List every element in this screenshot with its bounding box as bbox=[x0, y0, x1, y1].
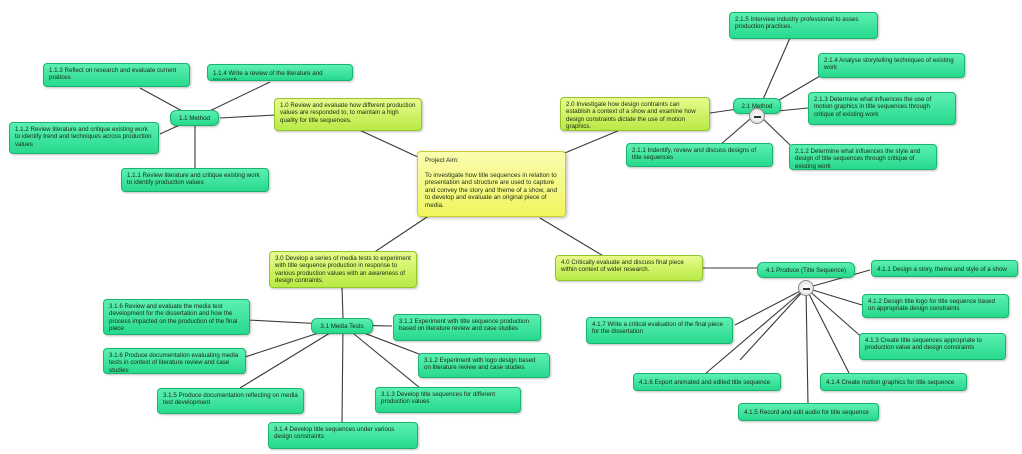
task-3-1-6-document[interactable]: 3.1.6 Produce documentation evaluating m… bbox=[103, 348, 246, 374]
task-1-1-4[interactable]: 1.1.4 Write a review of the literature a… bbox=[207, 64, 353, 81]
task-2-1-4[interactable]: 2.1.4 Analyse storytelling techniques of… bbox=[818, 53, 965, 78]
task-4-1-7[interactable]: 4.1.7 Write a critical evaluation of the… bbox=[586, 317, 733, 344]
task-3-1-3[interactable]: 3.1.3 Develop title sequences for differ… bbox=[375, 387, 521, 413]
task-4-1-2[interactable]: 4.1.2 Design title logo for title sequen… bbox=[862, 294, 1009, 318]
task-2-1-1[interactable]: 2.1.1 Indentify, review and discuss desi… bbox=[626, 143, 773, 167]
task-3-1-4[interactable]: 3.1.4 Develop title sequences under vari… bbox=[268, 422, 418, 449]
collapse-2-1-button[interactable] bbox=[749, 108, 765, 124]
task-1-1-2[interactable]: 1.1.2 Review literature and critique exi… bbox=[9, 122, 159, 154]
phase-4-node[interactable]: 4.0 Critically evaluate and discuss fina… bbox=[555, 255, 703, 281]
produce-4-1-node[interactable]: 4.1 Produce (Title Sequence) bbox=[757, 262, 855, 278]
task-4-1-5[interactable]: 4.1.5 Record and edit audio for title se… bbox=[738, 403, 879, 421]
project-aim-title: Project Aim: bbox=[425, 157, 459, 164]
task-3-1-1[interactable]: 3.1.1 Experiment with title sequence pro… bbox=[393, 314, 541, 341]
task-1-1-3[interactable]: 1.1.3 Reflect on research and evaluate c… bbox=[43, 63, 190, 87]
method-1-1-node[interactable]: 1.1 Method bbox=[170, 110, 219, 126]
project-aim-node[interactable]: Project Aim: To investigate how title se… bbox=[417, 151, 566, 217]
task-1-1-1[interactable]: 1.1.1 Review literature and critique exi… bbox=[121, 168, 269, 192]
task-3-1-2[interactable]: 3.1.2 Experiment with logo design based … bbox=[418, 353, 550, 378]
task-3-1-5[interactable]: 3.1.5 Produce documentation reflecting o… bbox=[157, 388, 304, 414]
collapse-4-1-button[interactable] bbox=[798, 280, 814, 296]
project-aim-text: To investigate how title sequences in re… bbox=[425, 171, 557, 209]
media-tests-3-1-node[interactable]: 3.1 Media Tests bbox=[311, 318, 373, 334]
phase-3-node[interactable]: 3.0 Develop a series of media tests to e… bbox=[269, 251, 417, 288]
phase-1-node[interactable]: 1.0 Review and evaluate how different pr… bbox=[274, 98, 422, 131]
phase-2-node[interactable]: 2.0 Investigate how design contraints ca… bbox=[560, 97, 710, 131]
task-2-1-2[interactable]: 2.1.2 Determine what influences the styl… bbox=[789, 144, 937, 170]
task-4-1-3[interactable]: 4.1.3 Create title sequences appropriate… bbox=[859, 333, 1006, 360]
task-2-1-5[interactable]: 2.1.5 Interview industry professional to… bbox=[729, 12, 878, 39]
task-3-1-6-review[interactable]: 3.1.6 Review and evaluate the media test… bbox=[103, 299, 250, 335]
task-4-1-1[interactable]: 4.1.1 Design a story, theme and style of… bbox=[871, 260, 1018, 277]
task-2-1-3[interactable]: 2.1.3 Determine what influences the use … bbox=[808, 92, 956, 125]
task-4-1-6[interactable]: 4.1.6 Export animated and edited title s… bbox=[633, 373, 781, 391]
task-4-1-4[interactable]: 4.1.4 Create motion graphics for title s… bbox=[820, 373, 967, 391]
